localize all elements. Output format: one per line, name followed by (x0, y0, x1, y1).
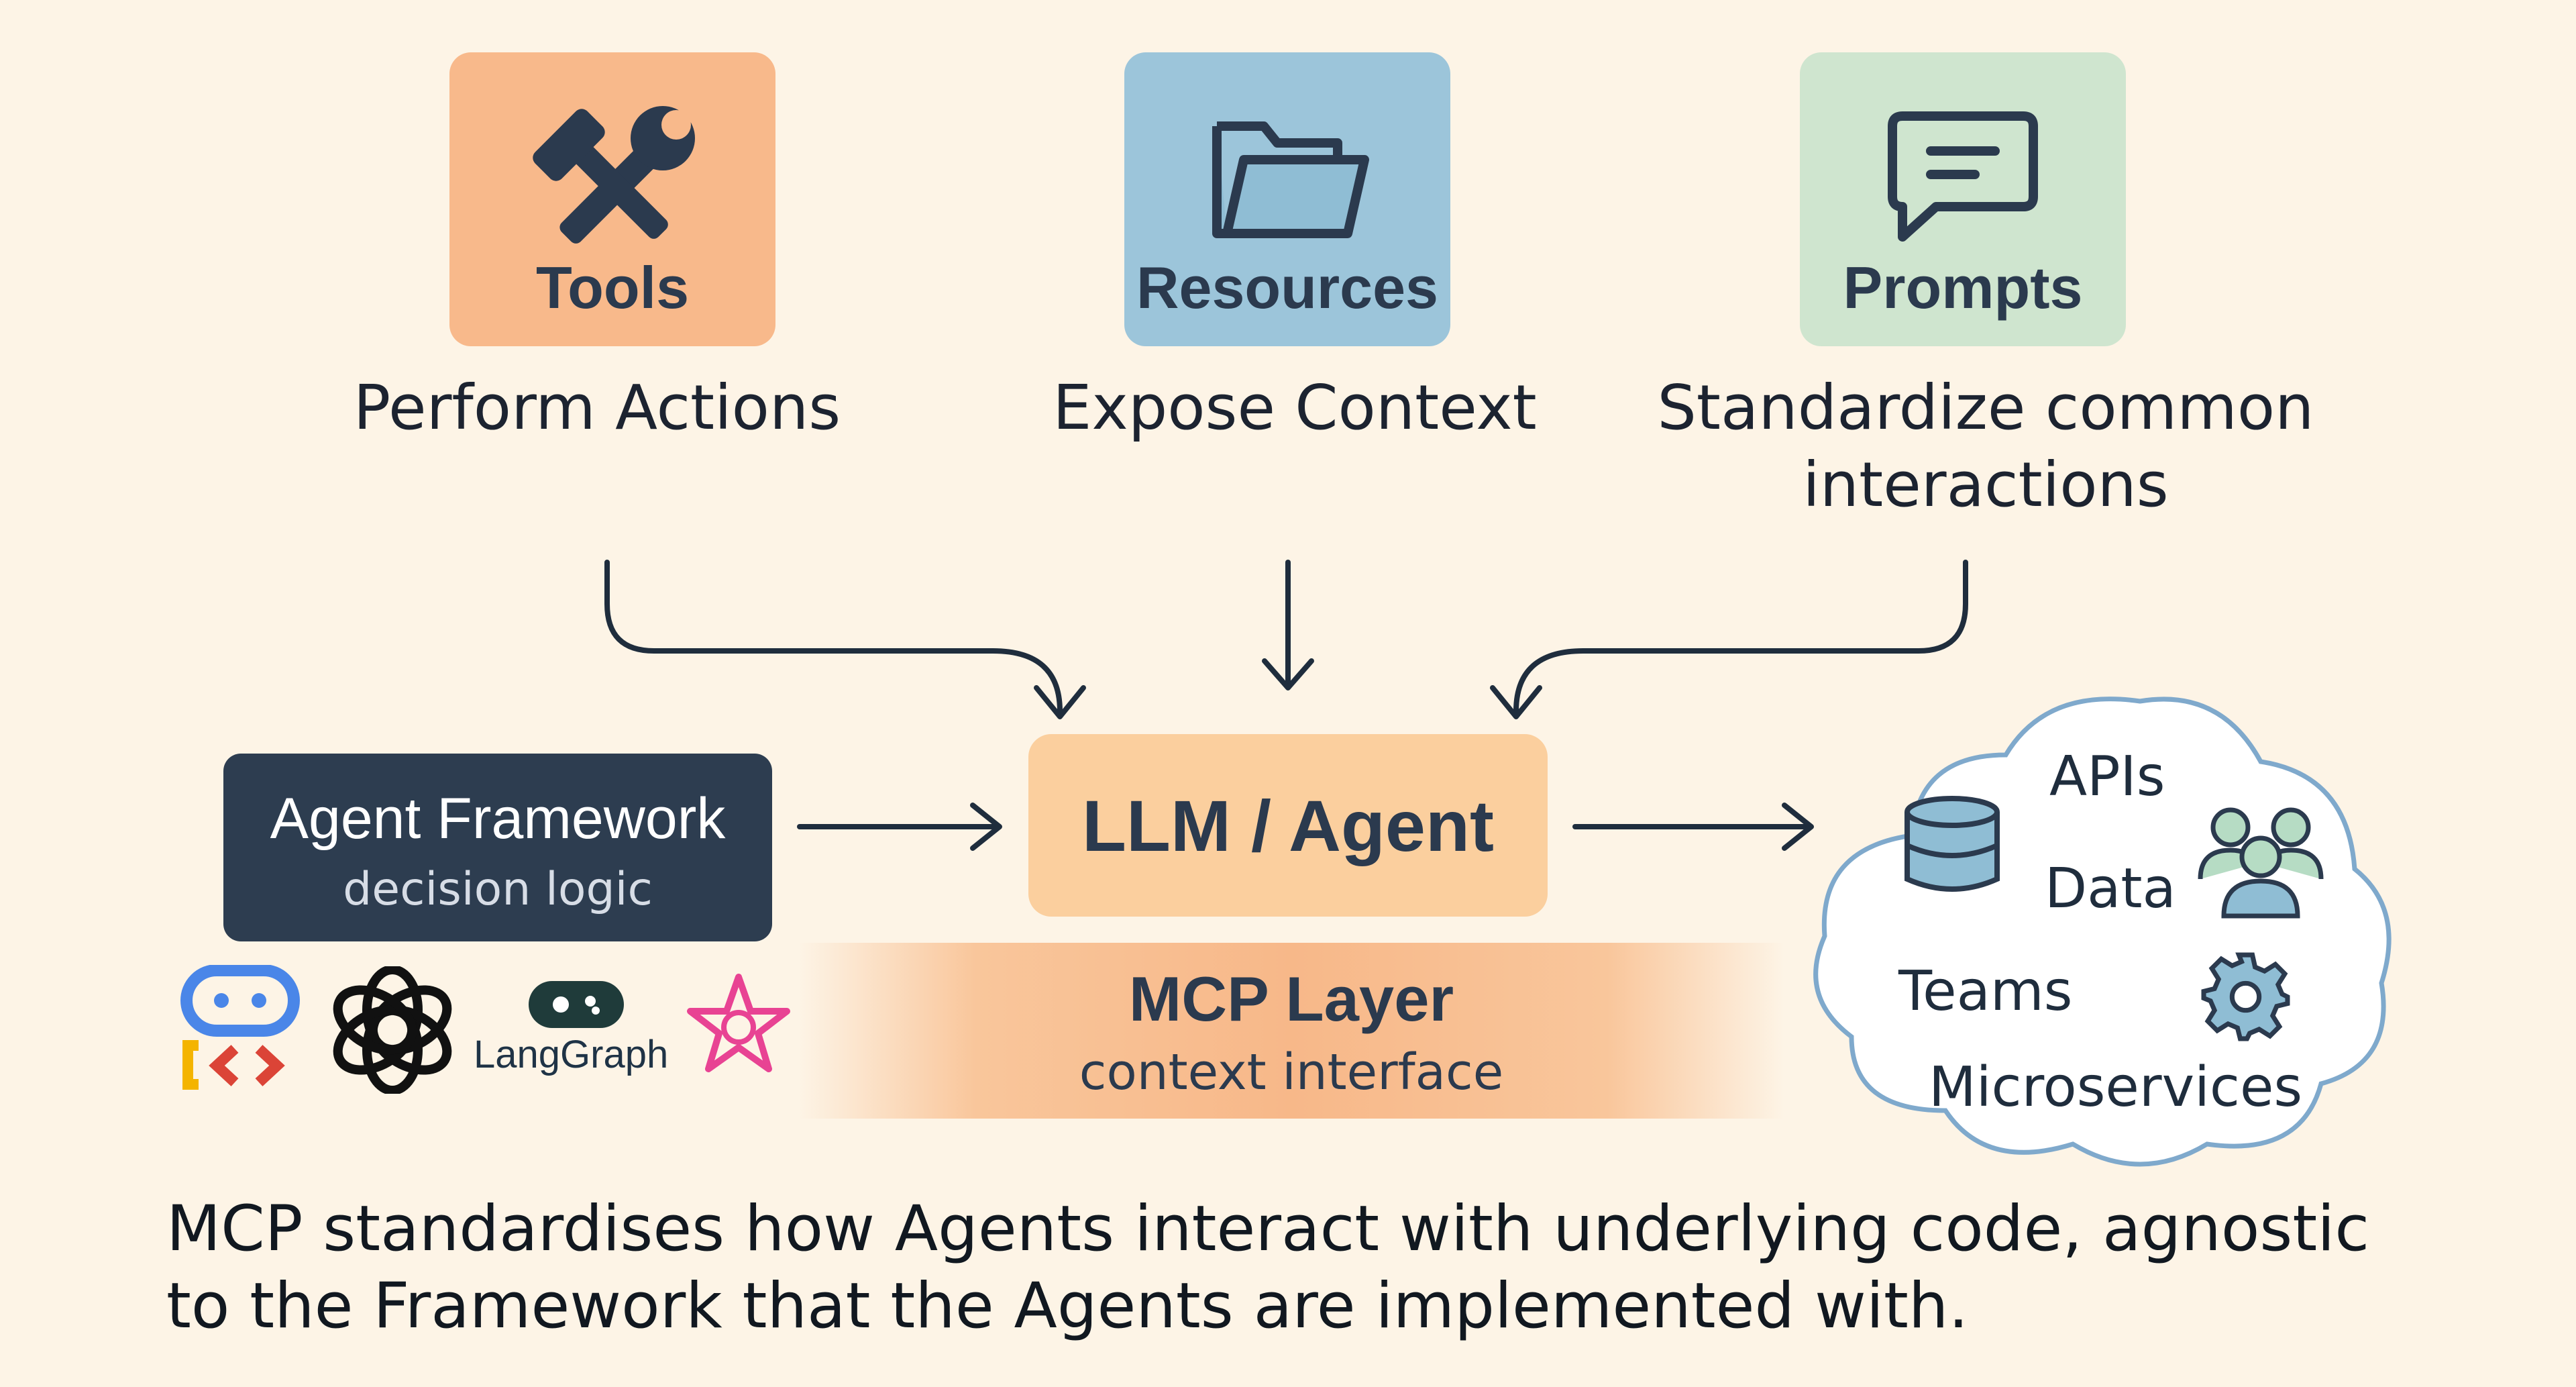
prompts-caption-line1: Standardize common (1657, 372, 2314, 444)
mcp-subtitle: context interface (1079, 1043, 1504, 1101)
llm-label: LLM / Agent (1082, 784, 1494, 866)
arrow-prompts-to-llm (1513, 560, 1968, 714)
tools-caption: Perform Actions (353, 372, 841, 444)
database-icon (1904, 796, 2000, 892)
footer-text: MCP standardises how Agents interact wit… (166, 1191, 2447, 1345)
cloud-data: Data (2045, 857, 2176, 921)
mcp-layer: MCP Layer context interface (798, 943, 1784, 1119)
footer-line1: MCP standardises how Agents interact wit… (166, 1192, 2370, 1266)
llm-agent-box: LLM / Agent (1028, 734, 1548, 917)
langgraph-badge-icon (529, 981, 624, 1028)
openai-logo-icon (333, 966, 452, 1094)
framework-title: Agent Framework (270, 786, 726, 851)
resources-card: Resources (1124, 52, 1450, 346)
cloud-apis: APIs (2049, 745, 2165, 809)
tools-label: Tools (535, 254, 690, 321)
gemini-code-icon (180, 965, 300, 1090)
resources-caption: Expose Context (1053, 372, 1537, 444)
footer-line2: to the Framework that the Agents are imp… (166, 1269, 1969, 1343)
agent-framework-box: Agent Framework decision logic (223, 754, 772, 941)
mcp-title: MCP Layer (1128, 964, 1454, 1034)
prompts-card: Prompts (1800, 52, 2126, 346)
folder-icon (1212, 121, 1369, 238)
chat-icon (1888, 111, 2038, 242)
tools-icon (533, 106, 695, 244)
arrow-tools-to-llm (604, 560, 1063, 714)
langgraph-logo-text: LangGraph (474, 1033, 669, 1076)
prompts-caption-line2: interactions (1803, 449, 2169, 521)
gear-icon (2201, 952, 2290, 1041)
cloud-microservices: Microservices (1929, 1056, 2303, 1119)
framework-subtitle: decision logic (343, 863, 653, 916)
prompts-label: Prompts (1843, 254, 2083, 321)
crewai-star-icon (687, 974, 790, 1072)
tools-card: Tools (449, 52, 775, 346)
resources-label: Resources (1136, 254, 1438, 321)
team-icon (2198, 807, 2324, 919)
cloud-teams: Teams (1898, 960, 2073, 1023)
